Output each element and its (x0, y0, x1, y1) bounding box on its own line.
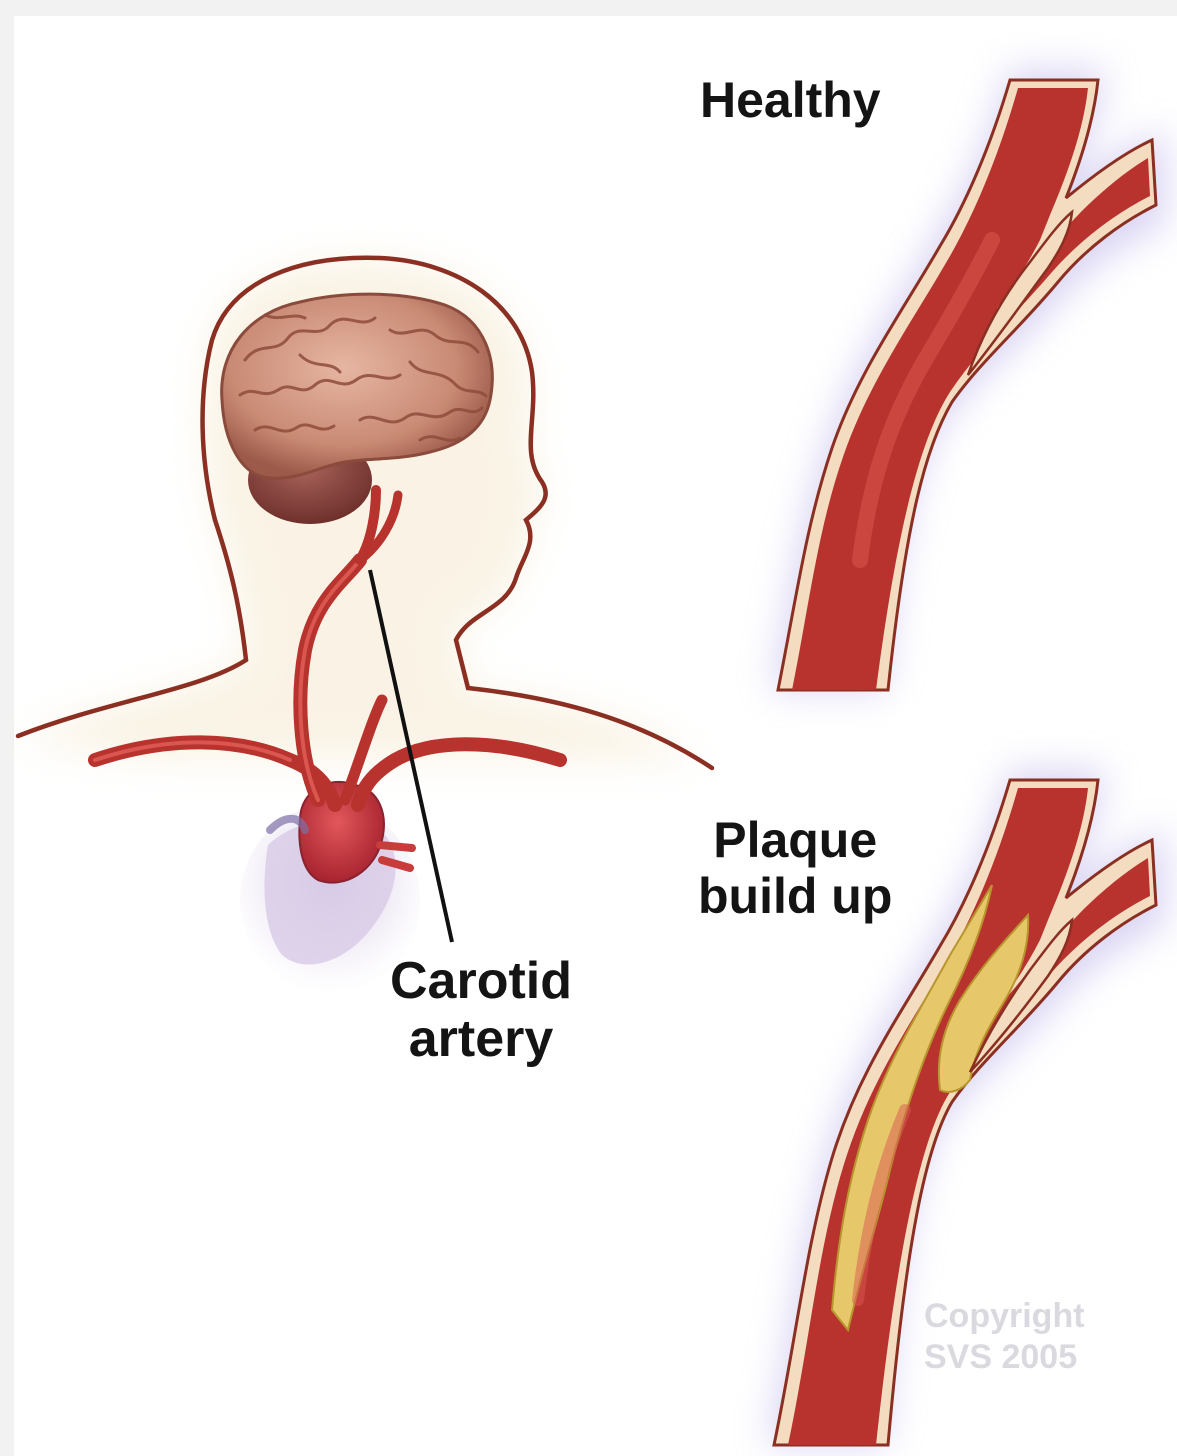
label-carotid-line2: artery (390, 1010, 572, 1068)
copyright-notice: Copyright SVS 2005 (924, 1296, 1085, 1379)
copyright-line1: Copyright (924, 1296, 1085, 1337)
label-carotid-line1: Carotid (390, 952, 572, 1010)
label-carotid-artery: Carotid artery (390, 952, 572, 1068)
label-plaque-line1: Plaque (698, 812, 892, 868)
copyright-line2: SVS 2005 (924, 1337, 1085, 1378)
label-plaque-build-up: Plaque build up (698, 812, 892, 924)
label-healthy: Healthy (700, 72, 881, 128)
label-plaque-line2: build up (698, 868, 892, 924)
healthy-artery (772, 70, 1165, 690)
